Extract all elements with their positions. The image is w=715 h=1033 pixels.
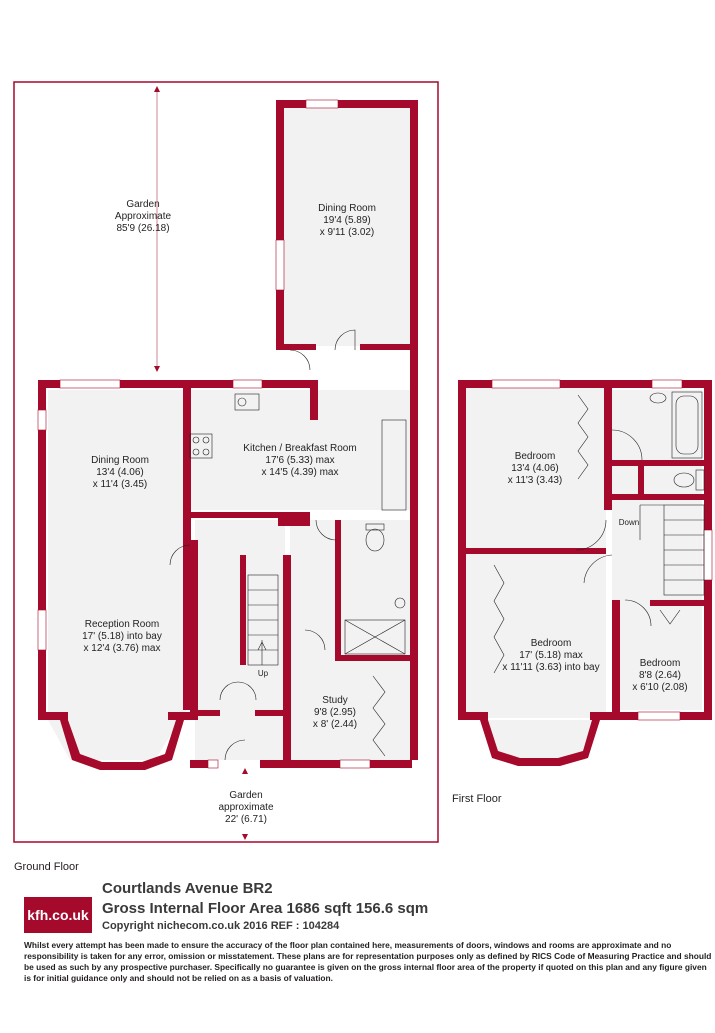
first-windows bbox=[491, 379, 713, 721]
study-dims2: x 8' (2.44) bbox=[313, 719, 357, 730]
down-label: Down bbox=[619, 518, 639, 527]
dining-room-dims2: x 11'4 (3.45) bbox=[93, 479, 148, 490]
kitchen-dims2: x 14'5 (4.39) max bbox=[262, 467, 339, 478]
bedroom2-name: Bedroom bbox=[531, 638, 572, 649]
ground-windows bbox=[37, 99, 371, 769]
first-floor bbox=[458, 379, 713, 766]
disclaimer-text: Whilst every attempt has been made to en… bbox=[24, 940, 712, 983]
ground-fixtures bbox=[169, 329, 407, 761]
site-boundary bbox=[13, 81, 439, 843]
bedroom1-name: Bedroom bbox=[515, 451, 556, 462]
kitchen-name: Kitchen / Breakfast Room bbox=[243, 443, 356, 454]
dining-room-rear-dims: 19'4 (5.89) bbox=[323, 215, 371, 226]
copyright-line: Copyright nichecom.co.uk 2016 REF : 1042… bbox=[102, 920, 340, 932]
garden-top-name: Garden bbox=[126, 199, 159, 210]
garden-front-dims: 22' (6.71) bbox=[225, 814, 267, 825]
bedroom2-dims: 17' (5.18) max bbox=[519, 650, 583, 661]
study-dims: 9'8 (2.95) bbox=[314, 707, 356, 718]
bedroom1-dims2: x 11'3 (3.43) bbox=[508, 475, 563, 486]
first-fixtures bbox=[493, 391, 705, 674]
kitchen-dims: 17'6 (5.33) max bbox=[265, 455, 334, 466]
floor-plan: Garden Approximate 85'9 (26.18) Dining R… bbox=[13, 81, 713, 873]
bedroom1-dims: 13'4 (4.06) bbox=[511, 463, 559, 474]
first-walls bbox=[458, 380, 712, 766]
bedroom3-name: Bedroom bbox=[640, 658, 681, 669]
garden-top-line2: Approximate bbox=[115, 211, 172, 222]
dining-room-rear-dims2: x 9'11 (3.02) bbox=[320, 227, 375, 238]
dining-room-dims: 13'4 (4.06) bbox=[96, 467, 144, 478]
room-labels: Garden Approximate 85'9 (26.18) Dining R… bbox=[14, 199, 688, 873]
reception-dims2: x 12'4 (3.76) max bbox=[84, 643, 161, 654]
ground-floor-label: Ground Floor bbox=[14, 861, 79, 873]
bedroom3-dims2: x 6'10 (2.08) bbox=[632, 682, 687, 693]
dining-room-name: Dining Room bbox=[91, 455, 149, 466]
reception-name: Reception Room bbox=[85, 619, 159, 630]
garden-front-line2: approximate bbox=[218, 802, 273, 813]
property-address: Courtlands Avenue BR2 bbox=[102, 880, 273, 897]
reception-dims: 17' (5.18) into bay bbox=[82, 631, 162, 642]
up-label: Up bbox=[258, 669, 269, 678]
bedroom2-dims2: x 11'11 (3.63) into bay bbox=[502, 662, 599, 673]
ground-floor bbox=[37, 99, 418, 770]
study-name: Study bbox=[322, 695, 348, 706]
bedroom3-dims: 8'8 (2.64) bbox=[639, 670, 681, 681]
floor-area: Gross Internal Floor Area 1686 sqft 156.… bbox=[102, 900, 429, 917]
garden-front-name: Garden bbox=[229, 790, 262, 801]
ground-walls bbox=[38, 100, 418, 770]
first-floor-label: First Floor bbox=[452, 793, 502, 805]
garden-top-dims: 85'9 (26.18) bbox=[116, 223, 169, 234]
dining-room-rear-name: Dining Room bbox=[318, 203, 376, 214]
kfh-logo: kfh.co.uk bbox=[24, 897, 92, 933]
